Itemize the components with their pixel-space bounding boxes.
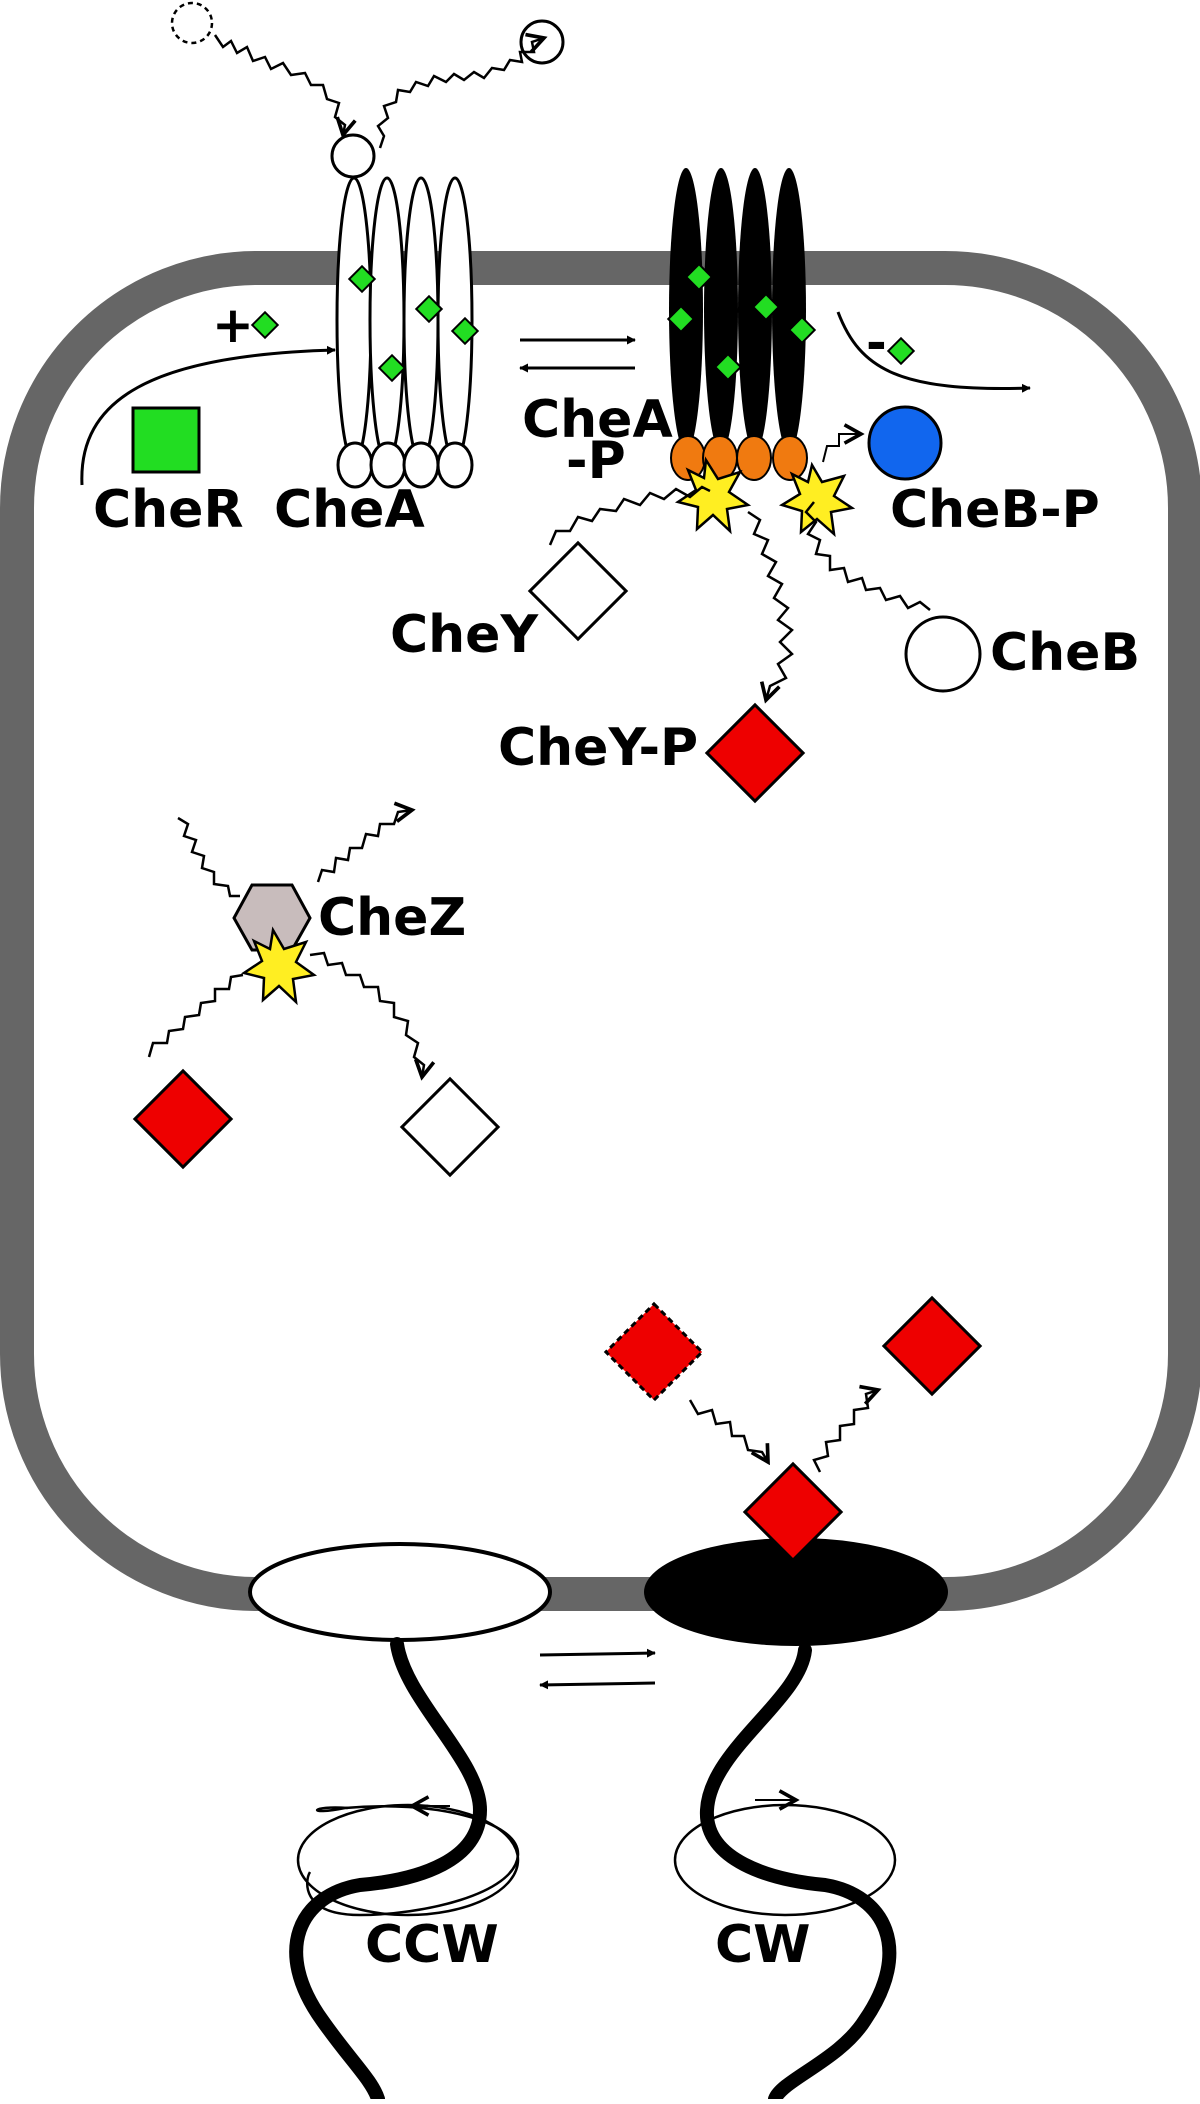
cheb-p-circle <box>867 405 943 481</box>
ligand-bound <box>330 133 376 179</box>
motor-ccw <box>248 1542 552 1642</box>
methyl-groups-left <box>347 264 480 383</box>
phospho-burst-chey <box>674 456 752 535</box>
plus-sign: + <box>212 296 254 354</box>
flagellum-cw <box>699 1643 897 2104</box>
phospho-burst-chez <box>240 926 318 1006</box>
rotation-ccw-ring <box>296 1803 520 1917</box>
chea-p-domains <box>670 435 808 481</box>
cher-square <box>131 406 201 474</box>
chea-domains-inactive <box>336 441 474 489</box>
motor-switch-forward-arrow <box>539 1648 656 1658</box>
label-ccw: CCW <box>365 1915 499 1975</box>
chez-out-arrow <box>316 810 412 883</box>
chey-diamond <box>527 540 629 642</box>
label-chea-p-suffix: -P <box>566 431 626 491</box>
label-chea: CheA <box>274 480 425 540</box>
chey-to-cheyp-arrow <box>548 485 794 700</box>
cheyp-diamond-bound <box>742 1461 844 1563</box>
receptor-active <box>669 168 806 452</box>
chez-in-arrow <box>177 816 240 898</box>
cheb-demethylation-arrow <box>836 311 1031 393</box>
methyl-groups-right <box>666 262 817 382</box>
label-cher: CheR <box>93 480 244 540</box>
phospho-burst-cheb <box>778 461 856 538</box>
ligand-diffusion-out-arrow <box>376 38 544 149</box>
methyl-group-removed <box>886 336 916 366</box>
chez-to-chey-arrow <box>309 951 424 1077</box>
receptor-inactive <box>335 176 474 464</box>
label-cheb: CheB <box>990 623 1140 683</box>
cher-methylation-arrow <box>80 345 336 486</box>
label-chea-p: CheA <box>522 390 673 450</box>
cheyp-bind-motor-arrow <box>688 1399 768 1462</box>
cheb-circle <box>904 615 982 693</box>
cheb-phospho-arrow <box>822 434 861 463</box>
methyl-group-added <box>250 310 280 340</box>
flagellum-ccw <box>289 1637 488 2104</box>
chey-diamond-chez <box>399 1076 501 1178</box>
motor-switch-reverse-arrow <box>539 1680 656 1690</box>
cheyp-diamond-released <box>881 1295 983 1397</box>
motor-cw <box>644 1538 948 1646</box>
cell-membrane <box>0 251 1200 1611</box>
cheyp-diamond-chez <box>132 1068 234 1170</box>
label-chez: CheZ <box>318 888 466 948</box>
label-cheyp: CheY-P <box>498 718 698 778</box>
cheyp-release-motor-arrow <box>812 1390 878 1473</box>
cheyp-diamond-dashed <box>603 1301 705 1403</box>
cheyp-diamond <box>704 702 806 804</box>
label-chey: CheY <box>390 605 539 665</box>
cheb-to-chebp-arrow <box>804 501 931 611</box>
cheyp-to-chez-arrow <box>147 973 244 1058</box>
ligand-diffusion-in-arrow <box>213 34 345 135</box>
minus-sign: - <box>866 314 887 372</box>
label-cw: CW <box>715 1915 811 1975</box>
ligand-free <box>519 19 565 65</box>
ligand-dashed <box>170 1 214 45</box>
label-cheb-p: CheB-P <box>890 480 1100 540</box>
